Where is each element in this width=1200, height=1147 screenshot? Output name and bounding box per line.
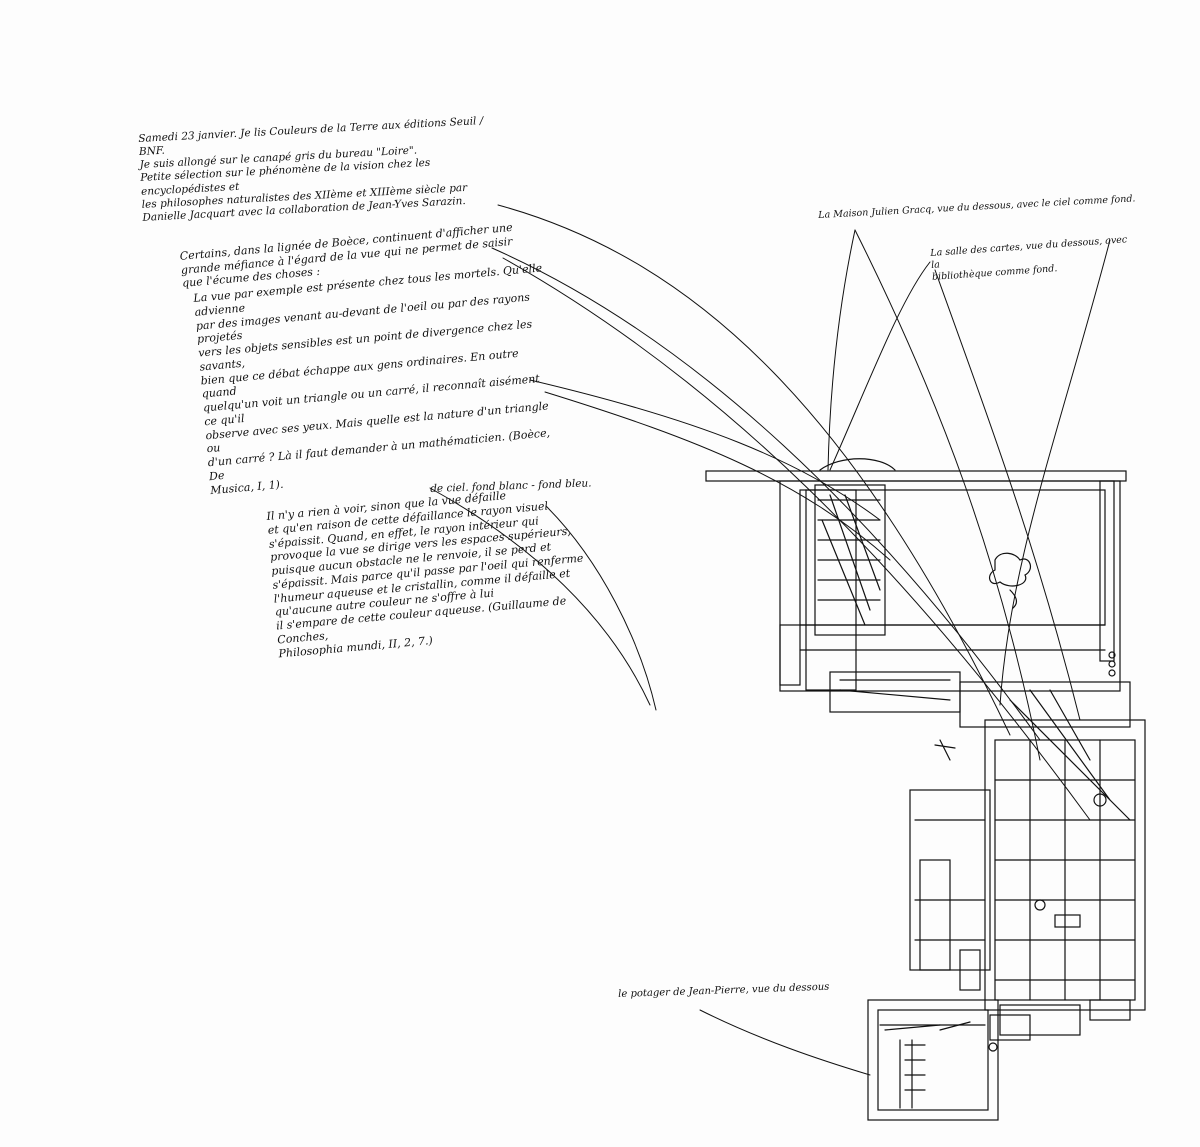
salle-des-cartes-structure — [909, 681, 1146, 1041]
sight-line-boece-1 — [491, 247, 1041, 741]
maison-structure — [705, 458, 1127, 713]
sight-line-sky — [545, 505, 657, 711]
sight-line-potager — [699, 1009, 871, 1076]
sight-line-upper-right — [999, 239, 1111, 706]
sight-line-boece-4 — [544, 391, 891, 561]
conches-quote: Il n'y a rien à voir, sinon que la vue d… — [266, 489, 584, 660]
sight-lines — [429, 204, 1111, 1076]
sight-line-conches — [429, 487, 651, 706]
journal-note: Samedi 23 janvier. Je lis Couleurs de la… — [138, 114, 484, 224]
sight-line-salle — [829, 261, 931, 471]
sight-line-journal — [497, 204, 1011, 736]
boece-quote: La vue par exemple est présente chez tou… — [192, 261, 551, 497]
sight-line-maison — [827, 229, 856, 471]
sight-line-salle-2 — [934, 269, 1081, 721]
sight-line-boece-2 — [502, 257, 1091, 821]
sight-line-maison-2 — [854, 229, 1041, 761]
sight-line-boece-3 — [529, 379, 881, 521]
potager-structure — [867, 999, 999, 1121]
boece-note: Certains, dans la lignée de Boèce, conti… — [178, 205, 561, 512]
